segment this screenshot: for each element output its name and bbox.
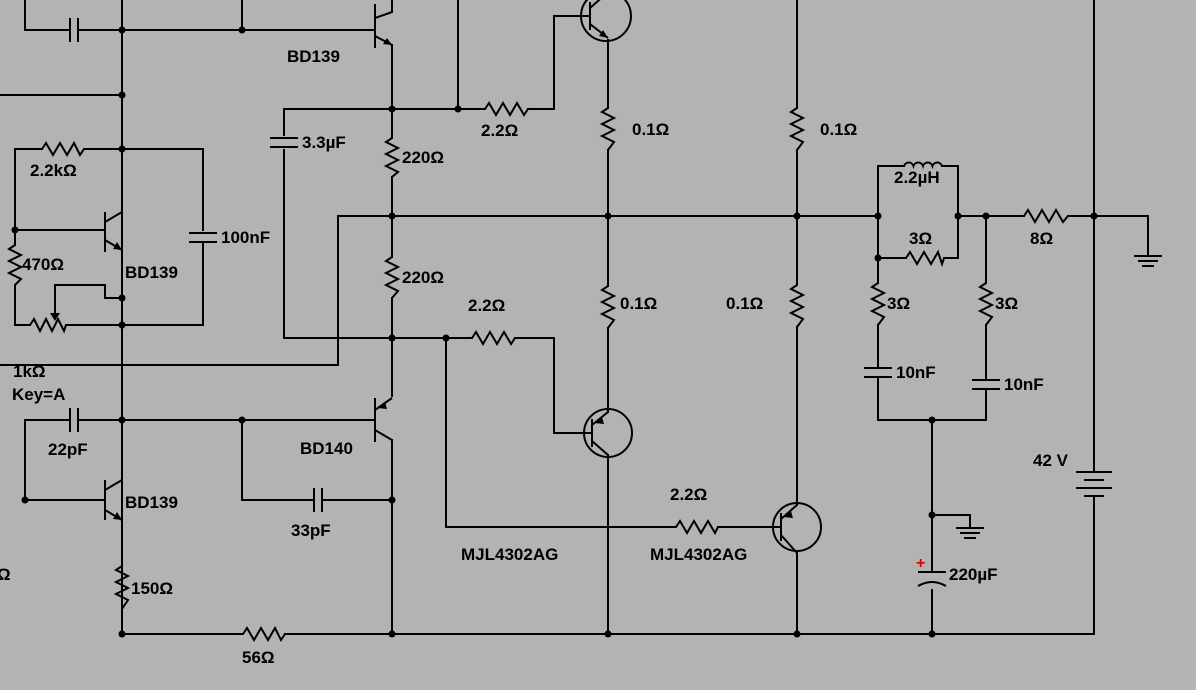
capacitor-33pf [307, 488, 328, 512]
resistor-3-right [977, 282, 995, 326]
label-2k2: 2.2kΩ [30, 161, 77, 180]
dc-supply-42v [1076, 471, 1112, 501]
capacitor-3u3 [270, 137, 298, 148]
label-0-1-c: 0.1Ω [620, 294, 657, 313]
resistor-pot [29, 316, 67, 334]
resistor-2-2-bottom [675, 519, 719, 536]
resistor-56 [242, 625, 286, 642]
capacitor-22pf [63, 408, 84, 432]
label-bd139-bottom: BD139 [125, 493, 178, 512]
label-470: 470Ω [22, 255, 64, 274]
label-150: 150Ω [131, 579, 173, 598]
label-edge-ohm: Ω [0, 565, 11, 584]
label-3u3: 3.3µF [302, 133, 346, 152]
label-bd139-top: BD139 [287, 47, 340, 66]
capacitor-100nf [189, 232, 217, 243]
transistor-bd140 [374, 397, 393, 442]
label-0-1-a: 0.1Ω [632, 120, 669, 139]
resistor-470 [6, 244, 24, 286]
transistor-bd139-mid [104, 211, 123, 252]
resistor-3-parallel [905, 249, 945, 268]
resistor-0-1-c [599, 285, 617, 329]
capacitor-10nf-left [864, 365, 892, 381]
label-pot-value: 1kΩ [13, 362, 46, 381]
label-22pf: 22pF [48, 440, 88, 459]
label-2u2: 2.2µH [894, 168, 940, 187]
resistor-220-top [383, 137, 401, 178]
label-mjl4302ag-2: MJL4302AG [650, 545, 747, 564]
resistor-8 [1023, 208, 1069, 224]
resistors [6, 101, 1069, 642]
label-56: 56Ω [242, 648, 275, 667]
transistor-bd139-top [357, 4, 393, 48]
inductor-2u2 [903, 161, 943, 170]
label-8: 8Ω [1030, 229, 1053, 248]
label-10nf-right: 10nF [1004, 375, 1044, 394]
transistor-upper-output [580, 0, 632, 42]
resistor-2k2 [41, 140, 85, 157]
transistor-mjl4302ag-2 [772, 502, 822, 554]
label-33pf: 33pF [291, 521, 331, 540]
resistor-0-1-d [788, 284, 806, 328]
ground-icon [956, 527, 984, 539]
label-220uf-polarity: + [916, 555, 925, 572]
label-2-2-bottom: 2.2Ω [670, 485, 707, 504]
capacitors [63, 18, 1000, 587]
transistor-bd139-bottom [104, 479, 123, 541]
label-0-1-b: 0.1Ω [820, 120, 857, 139]
resistor-0-1-b [788, 107, 806, 151]
ground-symbols [956, 255, 1162, 539]
capacitor-220uf [917, 564, 947, 587]
label-3-right: 3Ω [995, 294, 1018, 313]
capacitor-top-left [63, 18, 84, 42]
pot-wiper-arrow [50, 313, 60, 321]
label-3-left: 3Ω [887, 294, 910, 313]
junction-dots [11, 26, 1098, 638]
label-0-1-d: 0.1Ω [726, 294, 763, 313]
label-42v: 42 V [1033, 451, 1069, 470]
resistor-220-bottom [383, 256, 401, 299]
resistor-2-2-mid [471, 330, 516, 346]
wires [0, 0, 1149, 635]
label-10nf-left: 10nF [896, 363, 936, 382]
transistors [104, 0, 822, 554]
resistor-2-2-top [484, 101, 529, 117]
transistor-mjl4302ag-1 [583, 408, 633, 458]
component-labels: BD139 2.2Ω 0.1Ω 0.1Ω 3.3µF 220Ω 2.2kΩ 2.… [0, 47, 1069, 667]
ground-icon [1134, 255, 1162, 267]
label-2-2-top: 2.2Ω [481, 121, 518, 140]
label-220uf: 220µF [949, 565, 998, 584]
label-2-2-mid: 2.2Ω [468, 296, 505, 315]
label-220-top: 220Ω [402, 148, 444, 167]
label-bd140: BD140 [300, 439, 353, 458]
label-pot-key: Key=A [12, 385, 65, 404]
resistor-150 [113, 565, 131, 610]
label-100nf: 100nF [221, 228, 270, 247]
capacitor-10nf-right [972, 377, 1000, 393]
label-bd139-mid: BD139 [125, 263, 178, 282]
label-3-parallel: 3Ω [909, 229, 932, 248]
label-mjl4302ag-1: MJL4302AG [461, 545, 558, 564]
resistor-0-1-a [599, 107, 617, 151]
label-220-bottom: 220Ω [402, 268, 444, 287]
resistor-3-left [869, 282, 887, 326]
